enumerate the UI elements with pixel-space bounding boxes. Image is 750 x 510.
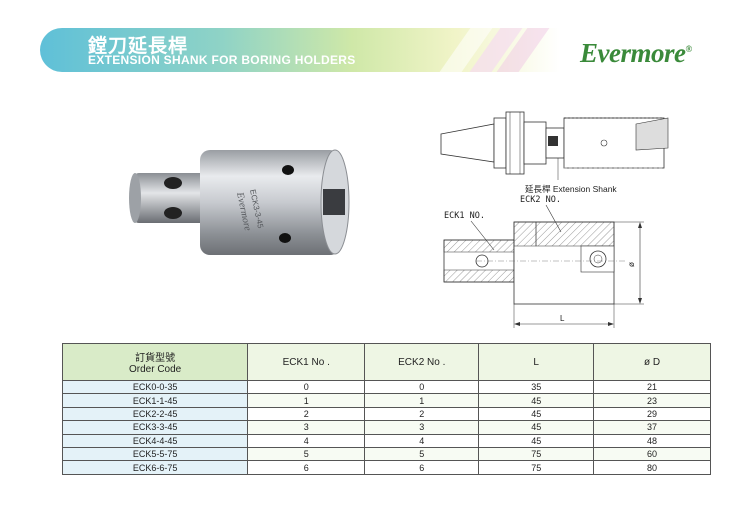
cell-code: ECK1-1-45: [61, 393, 249, 408]
page-title-en: EXTENSION SHANK FOR BORING HOLDERS: [88, 53, 356, 67]
extension-label-zh: 延長桿: [525, 184, 551, 194]
cell-code: ECK0-0-35: [61, 379, 249, 395]
cell-eck2: 6: [364, 460, 480, 475]
cell-diameter: 21: [593, 379, 711, 395]
cell-length: 75: [478, 460, 595, 475]
spec-table: 訂貨型號 Order Code ECK1 No . ECK2 No . L ø …: [61, 343, 711, 475]
flange: [505, 111, 525, 175]
cell-eck1: 6: [247, 460, 366, 475]
cell-code: ECK4-4-45: [61, 433, 249, 448]
table-row: ECK4-4-45 4 4 45 48: [61, 433, 711, 448]
collar: [523, 121, 547, 165]
cell-length: 45: [478, 406, 595, 422]
cell-diameter: 29: [593, 406, 711, 422]
shank-end: [129, 173, 141, 223]
cell-eck1: 2: [247, 406, 366, 422]
shank-square: [548, 136, 558, 146]
cell-eck1: 1: [247, 393, 366, 408]
cell-eck1: 4: [247, 433, 366, 448]
extension-label-en: Extension Shank: [552, 184, 617, 194]
cell-code: ECK3-3-45: [61, 420, 249, 435]
brand-logo-text: Evermore: [580, 38, 686, 68]
header-eck2: ECK2 No .: [364, 343, 480, 381]
brand-logo: Evermore®: [580, 38, 692, 69]
cell-diameter: 23: [593, 393, 711, 408]
eck2-label: ECK2 NO.: [520, 195, 561, 205]
cell-length: 45: [478, 420, 595, 435]
cell-code: ECK5-5-75: [61, 446, 249, 462]
cell-code: ECK6-6-75: [61, 460, 249, 475]
cell-diameter: 48: [593, 433, 711, 448]
extension-shank-label: 延長桿 Extension Shank: [525, 183, 617, 195]
cell-length: 45: [478, 433, 595, 448]
header-length: L: [478, 343, 595, 381]
cell-eck2: 5: [364, 446, 480, 462]
screw-hole: [282, 165, 294, 175]
table-row: ECK2-2-45 2 2 45 29: [61, 406, 711, 422]
cutting-bar: [635, 117, 669, 151]
dim-d-label: ø: [627, 262, 636, 267]
page-title-zh: 鏜刀延長桿: [88, 35, 189, 57]
table-row: ECK3-3-45 3 3 45 37: [61, 420, 711, 435]
header-eck1: ECK1 No .: [247, 343, 366, 381]
cell-eck2: 4: [364, 433, 480, 448]
cell-eck2: 3: [364, 420, 480, 435]
product-photo: Evermore ECK3-3-45: [129, 149, 350, 255]
cell-eck2: 1: [364, 393, 480, 408]
table-row: ECK5-5-75 5 5 75 60: [61, 446, 711, 462]
dim-l-label: L: [560, 314, 565, 323]
cell-length: 45: [478, 393, 595, 408]
screw-hole: [279, 233, 291, 243]
cell-eck1: 5: [247, 446, 366, 462]
table-row: ECK6-6-75 6 6 75 80: [61, 460, 711, 475]
taper: [440, 123, 495, 163]
cell-length: 75: [478, 446, 595, 462]
cell-diameter: 80: [593, 460, 711, 475]
bore: [323, 189, 345, 215]
registered-mark: ®: [685, 44, 692, 54]
header-order-code-zh: 訂貨型號: [135, 353, 176, 364]
cell-eck2: 0: [364, 379, 480, 395]
cell-diameter: 37: [593, 420, 711, 435]
eck1-label: ECK1 NO.: [444, 211, 485, 221]
cell-eck1: 0: [247, 379, 366, 395]
cell-code: ECK2-2-45: [61, 406, 249, 422]
cell-length: 35: [478, 379, 595, 395]
cell-diameter: 60: [593, 446, 711, 462]
header-order-code-en: Order Code: [129, 364, 182, 375]
cell-eck2: 2: [364, 406, 480, 422]
shank-hole: [164, 177, 182, 189]
assembly-drawing: [440, 111, 669, 180]
table-row: ECK0-0-35 0 0 35 21: [61, 379, 711, 395]
table-header-row: 訂貨型號 Order Code ECK1 No . ECK2 No . L ø …: [61, 343, 711, 381]
shank: [133, 173, 213, 223]
flange: [493, 117, 507, 169]
header-order-code: 訂貨型號 Order Code: [61, 343, 249, 381]
shank-hole: [164, 207, 182, 219]
table-row: ECK1-1-45 1 1 45 23: [61, 393, 711, 408]
header-diameter: ø D: [593, 343, 711, 381]
section-drawing: L ø: [443, 204, 644, 328]
body: [200, 150, 340, 255]
cell-eck1: 3: [247, 420, 366, 435]
